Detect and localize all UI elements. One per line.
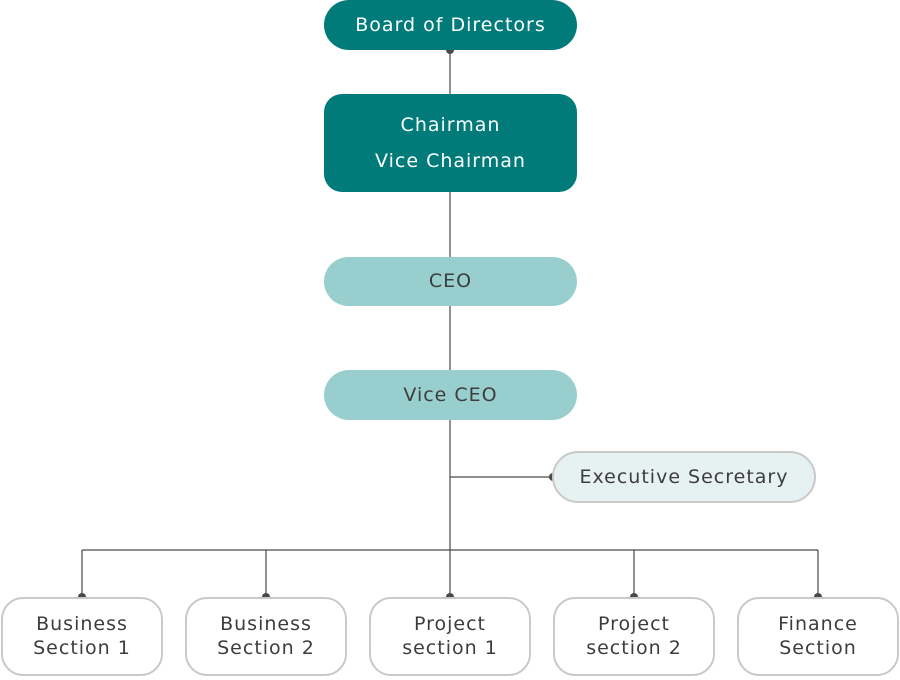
section-line-2: section 1 bbox=[402, 636, 498, 659]
section-node-business-2: Business Section 2 bbox=[185, 597, 347, 676]
section-line-1: Project bbox=[413, 612, 486, 635]
chairman-node: Chairman Vice Chairman bbox=[324, 94, 577, 192]
section-line-2: Section bbox=[779, 636, 857, 659]
vice-chairman-label: Vice Chairman bbox=[375, 150, 526, 172]
section-node-project-2: Project section 2 bbox=[553, 597, 715, 676]
vice-ceo-label: Vice CEO bbox=[403, 383, 498, 406]
section-node-project-1: Project section 1 bbox=[369, 597, 531, 676]
section-line-1: Business bbox=[220, 612, 312, 635]
section-line-2: Section 1 bbox=[33, 636, 131, 659]
executive-secretary-label: Executive Secretary bbox=[579, 465, 789, 488]
chairman-label: Chairman bbox=[400, 113, 501, 136]
ceo-node: CEO bbox=[324, 257, 577, 306]
section-node-business-1: Business Section 1 bbox=[1, 597, 163, 676]
section-line-1: Business bbox=[36, 612, 128, 635]
executive-secretary-node: Executive Secretary bbox=[552, 451, 816, 503]
ceo-label: CEO bbox=[428, 270, 473, 293]
section-line-2: Section 2 bbox=[217, 636, 315, 659]
section-line-1: Finance bbox=[778, 612, 858, 635]
vice-ceo-node: Vice CEO bbox=[324, 370, 577, 420]
board-of-directors-node: Board of Directors bbox=[324, 0, 577, 50]
section-line-1: Project bbox=[597, 612, 670, 635]
board-of-directors-label: Board of Directors bbox=[355, 13, 546, 36]
section-node-finance: Finance Section bbox=[737, 597, 899, 676]
section-line-2: section 2 bbox=[586, 636, 682, 659]
